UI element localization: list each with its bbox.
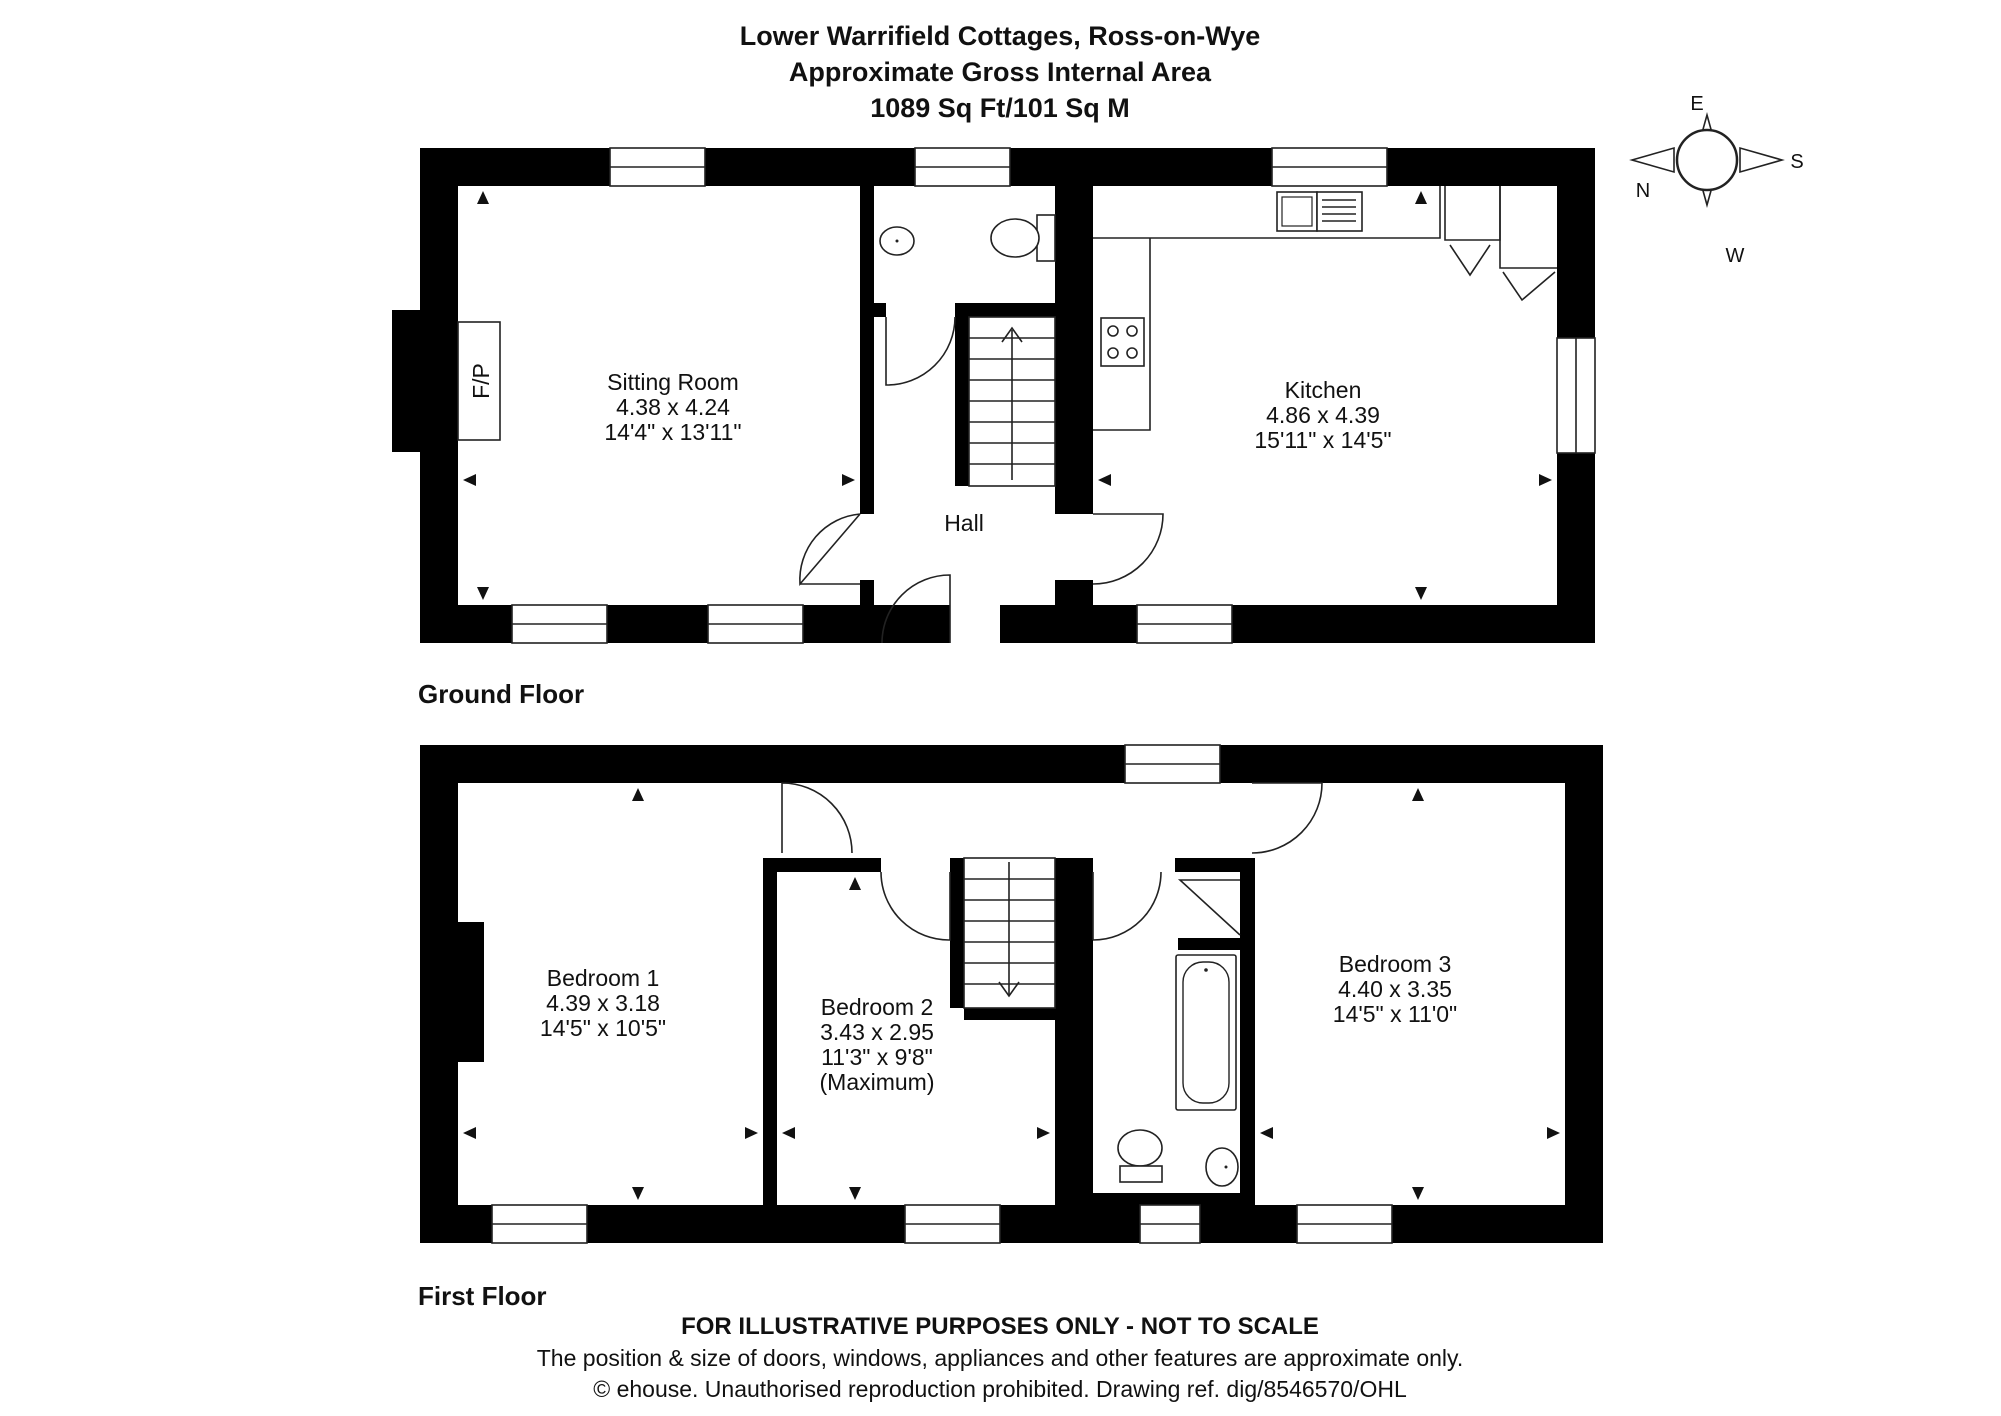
hall-label: Hall	[944, 510, 984, 536]
title-area-label: Approximate Gross Internal Area	[789, 57, 1212, 87]
bathroom-door	[1092, 871, 1162, 941]
ff-wall-cupboard-top	[1175, 858, 1255, 872]
bedroom3-name: Bedroom 3	[1339, 951, 1452, 977]
bedroom3-imperial: 14'5" x 11'0"	[1333, 1001, 1457, 1027]
ff-staircase	[963, 857, 1056, 1009]
gf-wall-stair-left	[955, 303, 969, 486]
sitting-room-label: Sitting Room 4.38 x 4.24 14'4" x 13'11"	[604, 369, 741, 445]
cupboard-door	[1177, 879, 1241, 936]
first-floor-plan: Bedroom 1 4.39 x 3.18 14'5" x 10'5" Bedr…	[420, 744, 1603, 1244]
bedroom2-imperial: 11'3" x 9'8"	[821, 1044, 933, 1070]
ff-wall-bed2-bath	[1055, 858, 1093, 1205]
ff-wall-stair-left	[950, 858, 964, 1008]
title-property: Lower Warrifield Cottages, Ross-on-Wye	[740, 21, 1261, 51]
kitchen-name: Kitchen	[1285, 377, 1362, 403]
ff-wall-top	[420, 745, 1603, 783]
kitchen-drainer	[1316, 191, 1363, 232]
ff-wall-bath-bed3	[1240, 858, 1255, 1205]
bedroom2-note: (Maximum)	[820, 1069, 935, 1095]
bedroom3-label: Bedroom 3 4.40 x 3.35 14'5" x 11'0"	[1333, 951, 1457, 1027]
title-block: Lower Warrifield Cottages, Ross-on-Wye A…	[740, 21, 1261, 123]
bedroom2-metric: 3.43 x 2.95	[820, 1019, 934, 1045]
bedroom1-name: Bedroom 1	[547, 965, 660, 991]
bedroom2-door	[880, 871, 951, 941]
disclaimer: FOR ILLUSTRATIVE PURPOSES ONLY - NOT TO …	[537, 1313, 1463, 1402]
gf-staircase	[968, 316, 1056, 487]
ff-wall-cupboard-bottom	[1178, 938, 1240, 950]
ff-bathroom-fixtures	[1117, 954, 1239, 1187]
bedroom2-label: Bedroom 2 3.43 x 2.95 11'3" x 9'8" (Maxi…	[820, 994, 935, 1095]
gf-dimension-arrows	[463, 191, 1552, 600]
kitchen-imperial: 15'11" x 14'5"	[1254, 427, 1391, 453]
kitchen-hob	[1100, 317, 1145, 367]
gf-wall-wc-stub	[874, 303, 886, 317]
gf-wall-bottom-left	[420, 605, 950, 643]
ff-wall-bath-bottom	[1093, 1193, 1240, 1205]
ff-landing	[782, 783, 1252, 853]
gf-wall-sitting-hall-lower	[860, 580, 874, 605]
bedroom1-door	[781, 782, 853, 854]
ff-wall-bed1-bed2	[763, 858, 777, 1205]
compass-icon: E S W N	[1629, 93, 1804, 267]
first-floor-label: First Floor	[418, 1281, 547, 1311]
gf-wall-sitting-hall	[860, 309, 874, 514]
fireplace	[457, 321, 501, 441]
front-door	[881, 574, 951, 644]
compass-south: S	[1790, 151, 1803, 173]
ff-toilet	[1117, 1129, 1163, 1167]
gf-wall-bottom-right	[1000, 605, 1595, 643]
fireplace-label: F/P	[468, 363, 494, 399]
kitchen-label: Kitchen 4.86 x 4.39 15'11" x 14'5"	[1254, 377, 1391, 453]
kitchen-units	[1093, 186, 1557, 431]
bedroom2-name: Bedroom 2	[821, 994, 934, 1020]
gf-wc-fixtures	[879, 214, 1056, 262]
ff-wall-bed2-top	[777, 858, 881, 872]
compass-east: E	[1690, 93, 1703, 115]
compass-west: W	[1726, 245, 1745, 267]
ff-wall-bottom	[420, 1205, 1603, 1243]
bedroom1-imperial: 14'5" x 10'5"	[540, 1015, 666, 1041]
sitting-room-door	[799, 513, 861, 587]
sitting-room-name: Sitting Room	[607, 369, 739, 395]
sitting-room-metric: 4.38 x 4.24	[616, 394, 730, 420]
ff-wall-right	[1565, 745, 1603, 1243]
ff-basin	[1205, 1147, 1239, 1187]
gf-chimney-breast	[392, 310, 458, 452]
ground-floor-plan: F/P	[392, 147, 1596, 644]
gf-wall-hall-kitchen	[1055, 186, 1093, 514]
sitting-room-imperial: 14'4" x 13'11"	[604, 419, 741, 445]
ff-chimney-breast	[458, 922, 484, 1062]
gf-wall-wc-left-upper	[860, 186, 874, 309]
compass-north: N	[1636, 180, 1650, 202]
ff-wall-stair-bottom	[964, 1008, 1055, 1020]
disclaimer-line1: The position & size of doors, windows, a…	[537, 1345, 1463, 1371]
disclaimer-heading: FOR ILLUSTRATIVE PURPOSES ONLY - NOT TO …	[681, 1313, 1319, 1340]
bedroom1-label: Bedroom 1 4.39 x 3.18 14'5" x 10'5"	[540, 965, 666, 1041]
gf-wall-wc-bottom	[955, 303, 1055, 317]
ff-dimension-arrows	[463, 788, 1560, 1200]
bedroom3-door	[1251, 782, 1323, 854]
title-area-value: 1089 Sq Ft/101 Sq M	[870, 93, 1130, 123]
kitchen-door	[1092, 513, 1164, 585]
bedroom3-metric: 4.40 x 3.35	[1338, 976, 1452, 1002]
ground-floor-label: Ground Floor	[418, 679, 584, 709]
kitchen-metric: 4.86 x 4.39	[1266, 402, 1380, 428]
wc-door	[885, 316, 956, 386]
bedroom1-metric: 4.39 x 3.18	[546, 990, 660, 1016]
disclaimer-line2: © ehouse. Unauthorised reproduction proh…	[593, 1376, 1407, 1402]
ff-wall-left	[420, 745, 458, 1243]
gf-wall-hall-kitchen-lower	[1055, 580, 1093, 605]
